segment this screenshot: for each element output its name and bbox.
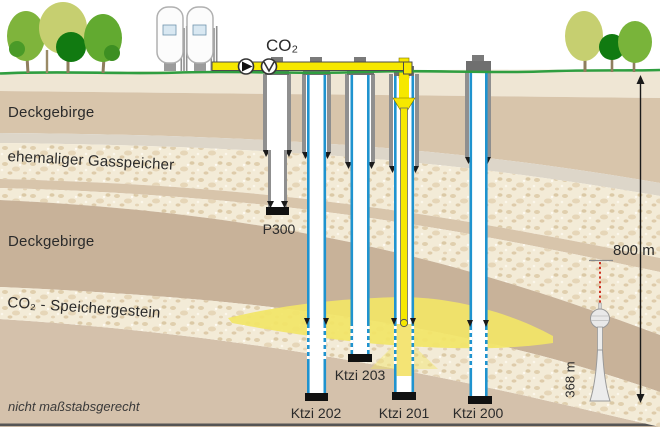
tower-368m-label: 368 m [562,361,578,398]
depth-scale-arrow [636,75,645,403]
tv-tower [589,259,613,402]
ground-surface [0,68,660,75]
well-ktzi-202 [302,57,331,401]
pipeline-co2-label: CO₂ [266,36,299,55]
co2-in-borehole [396,324,412,376]
well-label-ktzi-202: Ktzi 202 [290,405,342,421]
ktzi-202-wellhead [310,57,322,64]
layer-label-deckgebirge-2: Deckgebirge [8,233,95,250]
figure-bottom-border [0,423,660,427]
well-label-p300: P300 [262,221,296,237]
scale-note: nicht maßstabsgerecht [8,399,140,414]
well-ktzi-200 [465,55,492,404]
ktzi-203-wellhead [354,57,366,64]
p300-wellhead [271,57,283,64]
trees-left [7,2,122,74]
well-label-ktzi-201: Ktzi 201 [378,405,430,421]
tank-label-right [192,24,207,36]
tank-label-left [162,24,177,36]
tower-sphere [590,308,610,329]
ktzi-200-wellhead [472,55,484,62]
layer-label-deckgebirge-1: Deckgebirge [8,104,95,121]
pump-icon [237,58,255,75]
well-label-ktzi-200: Ktzi 200 [452,405,504,421]
geological-layers [0,69,660,427]
co2-tanks [156,6,218,71]
well-label-ktzi-203: Ktzi 203 [334,367,386,383]
valve-icon [260,58,278,75]
co2-pipeline [211,58,413,75]
depth-800m-label: 800 m [613,242,655,259]
well-ktzi-203 [345,57,375,362]
trees-right [565,11,652,72]
